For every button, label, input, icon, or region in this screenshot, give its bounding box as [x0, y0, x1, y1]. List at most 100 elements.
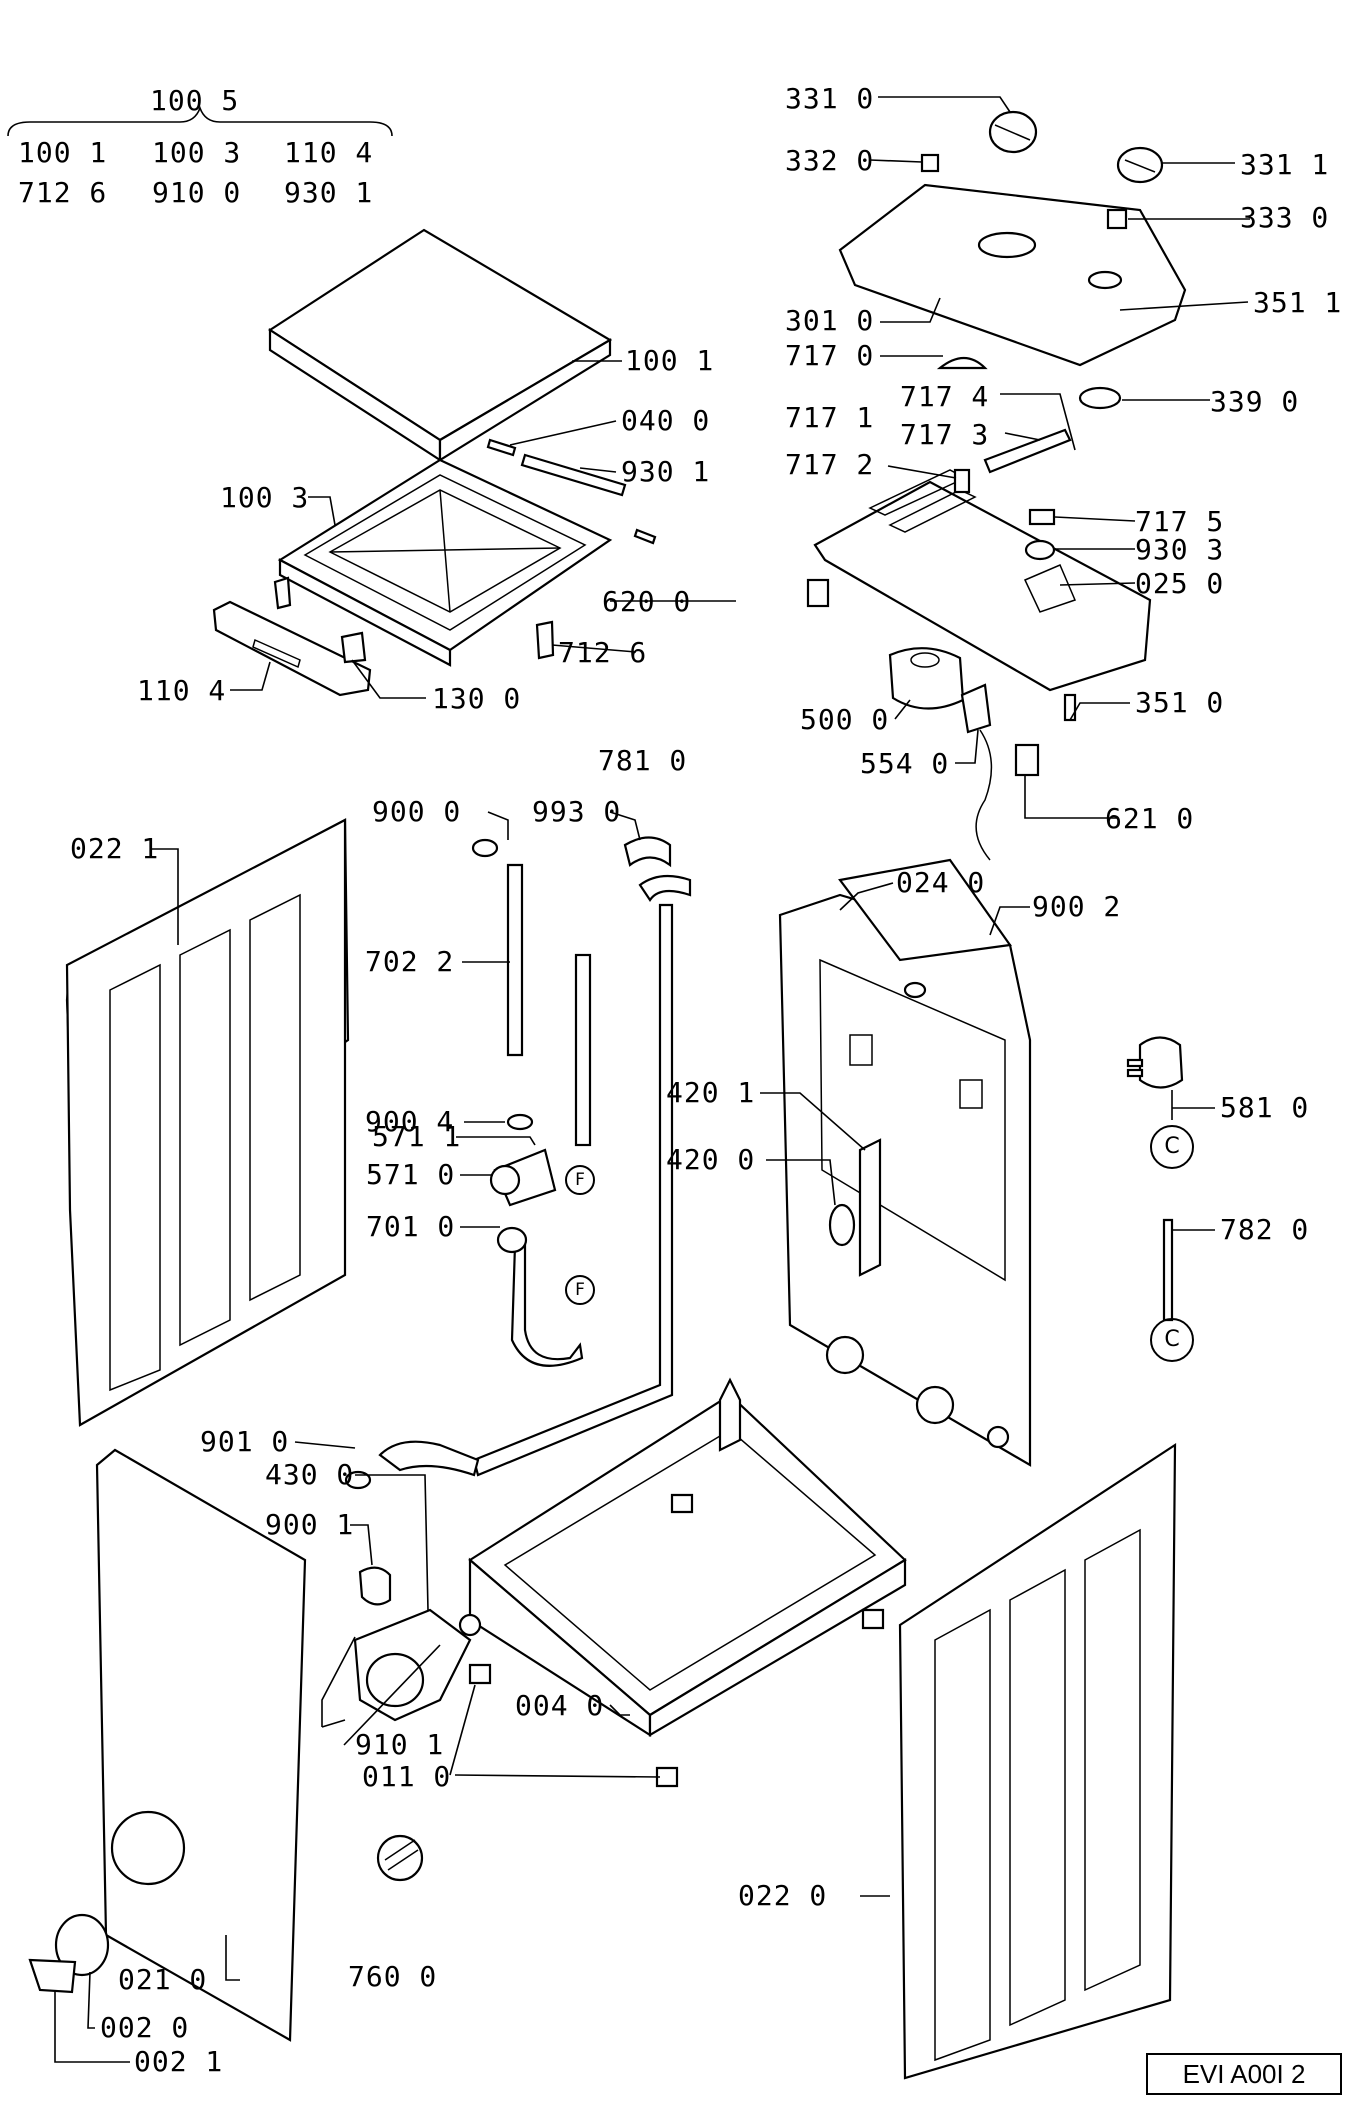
callout-3511: 351 1	[1253, 286, 1343, 319]
callout-1003: 100 3	[220, 481, 310, 514]
callout-0040: 004 0	[515, 1689, 605, 1722]
callout-9010: 901 0	[200, 1425, 290, 1458]
callout-0021: 002 1	[134, 2045, 224, 2078]
callout-9303: 930 3	[1135, 533, 1225, 566]
part-6210	[1014, 743, 1040, 777]
switch-7173	[983, 428, 1072, 474]
door-0020	[54, 1913, 110, 1977]
group-row1-b: 100 3	[152, 136, 242, 169]
callout-5810: 581 0	[1220, 1091, 1310, 1124]
part-7172	[953, 468, 971, 494]
callout-4300: 430 0	[265, 1458, 355, 1491]
callout-0220: 022 0	[738, 1879, 828, 1912]
callout-0110: 011 0	[362, 1760, 452, 1793]
callout-7171: 717 1	[785, 401, 875, 434]
callout-4201: 420 1	[666, 1076, 756, 1109]
callout-0210: 021 0	[118, 1963, 208, 1996]
callout-0240: 024 0	[896, 866, 986, 899]
callout-9301: 930 1	[621, 455, 711, 488]
callout-5540: 554 0	[860, 747, 950, 780]
part-3510	[1063, 693, 1077, 722]
hinge-0021	[28, 1958, 77, 1994]
pcb-frame	[813, 469, 1152, 692]
cord-7820	[1162, 1218, 1174, 1322]
callout-7810: 781 0	[598, 744, 688, 777]
diagram-code: EVI A00I 2	[1146, 2053, 1342, 2095]
part-9303	[1024, 539, 1056, 561]
connector-c-upper: C	[1150, 1125, 1194, 1169]
latch-part	[273, 576, 292, 610]
callout-7126: 712 6	[558, 636, 648, 669]
callout-3011: 301 0	[785, 304, 875, 337]
callout-0400: 040 0	[621, 404, 711, 437]
callout-7173: 717 3	[900, 418, 990, 451]
callout-1001: 100 1	[625, 344, 715, 377]
valve-5710	[489, 1148, 557, 1207]
bracket-4201	[858, 1138, 882, 1277]
control-panel	[838, 183, 1187, 367]
callout-3311: 331 1	[1240, 148, 1330, 181]
part-7126	[535, 620, 555, 660]
callout-5000: 500 0	[800, 703, 890, 736]
callout-7170: 717 0	[785, 339, 875, 372]
callout-1300: 130 0	[432, 682, 522, 715]
callout-7172: 717 2	[785, 448, 875, 481]
right-side-panel	[898, 1442, 1177, 2080]
group-row1-a: 100 1	[18, 136, 108, 169]
motor-5000	[888, 647, 965, 710]
left-side-panel	[65, 818, 350, 1427]
callout-6200: 620 0	[602, 585, 692, 618]
callout-5710: 571 0	[366, 1158, 456, 1191]
group-row2-b: 910 0	[152, 176, 242, 209]
callout-4200: 420 0	[666, 1143, 756, 1176]
filter-7600	[376, 1834, 424, 1882]
callout-9001: 900 1	[265, 1508, 355, 1541]
callout-6210: 621 0	[1105, 802, 1195, 835]
plug-5810	[1138, 1036, 1184, 1089]
callout-9004: 900 4	[365, 1105, 455, 1138]
control-fascia	[212, 600, 372, 697]
callout-9101: 910 1	[355, 1728, 445, 1761]
part-6200	[806, 578, 830, 608]
callout-9930: 993 0	[532, 795, 622, 828]
leader-lines	[54, 96, 1250, 2063]
top-lid	[267, 228, 613, 463]
callout-3320: 332 0	[785, 144, 875, 177]
connector-f-upper: F	[565, 1165, 595, 1195]
small-bars	[486, 438, 657, 545]
pump-4300	[353, 1608, 482, 1722]
clip-1300	[340, 631, 367, 664]
callout-3510: 351 0	[1135, 686, 1225, 719]
callout-1104: 110 4	[137, 674, 227, 707]
sensor-5540	[960, 683, 992, 734]
connector-f-lower: F	[565, 1275, 595, 1305]
callout-0250: 025 0	[1135, 567, 1225, 600]
part-7175	[1028, 508, 1056, 526]
callout-7010: 701 0	[366, 1210, 456, 1243]
group-row2-c: 930 1	[284, 176, 374, 209]
group-label: 100 5	[150, 84, 240, 117]
front-panel	[95, 1448, 307, 2042]
callout-7022: 702 2	[365, 945, 455, 978]
hoses	[344, 836, 692, 1490]
callout-0221: 022 1	[70, 832, 160, 865]
lid-frame	[277, 458, 613, 667]
feet	[468, 1493, 885, 1788]
callout-7820: 782 0	[1220, 1213, 1310, 1246]
callout-0020: 002 0	[100, 2011, 190, 2044]
back-panel	[778, 858, 1032, 1467]
group-row1-c: 110 4	[284, 136, 374, 169]
seal-9001	[358, 1566, 392, 1606]
callout-3310: 331 0	[785, 82, 875, 115]
connector-c-lower: C	[1150, 1318, 1194, 1362]
callout-3330: 333 0	[1240, 201, 1330, 234]
callout-3390: 339 0	[1210, 385, 1300, 418]
base-frame	[468, 1377, 907, 1738]
callout-7174: 717 4	[900, 380, 990, 413]
callout-7600: 760 0	[348, 1960, 438, 1993]
group-brace	[7, 105, 393, 137]
callout-9002: 900 2	[1032, 890, 1122, 923]
group-row2-a: 712 6	[18, 176, 108, 209]
